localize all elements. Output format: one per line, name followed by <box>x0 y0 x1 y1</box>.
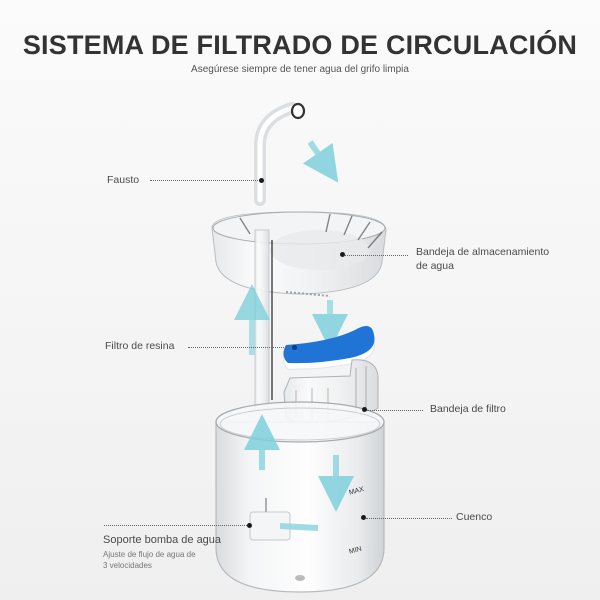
callout-fausto-dot <box>259 178 264 183</box>
page-subtitle: Asegúrese siempre de tener agua del grif… <box>191 64 409 75</box>
min-marking: MIN <box>348 546 362 556</box>
callout-pump-holder-dot <box>247 523 252 528</box>
callout-resin-filter-label: Filtro de resina <box>105 340 175 352</box>
callout-pump-holder-leader <box>104 525 247 526</box>
callout-resin-filter-leader <box>188 347 292 348</box>
storage-tray <box>211 211 387 297</box>
callout-fausto-label: Fausto <box>107 174 140 186</box>
page-title: SISTEMA DE FILTRADO DE CIRCULACIÓN <box>22 30 578 60</box>
callout-bowl-leader <box>366 518 452 519</box>
callout-fausto-leader <box>150 180 260 181</box>
max-marking: MAX <box>348 486 365 497</box>
callout-storage-tray-label-line2: de agua <box>416 260 454 272</box>
callout-filter-tray-label: Bandeja de filtro <box>430 403 506 415</box>
callout-pump-holder-label: Soporte bomba de agua <box>103 534 222 546</box>
callout-storage-tray-dot <box>340 252 345 257</box>
callout-resin-filter-dot <box>292 345 297 350</box>
callout-filter-tray-dot <box>362 407 367 412</box>
callout-storage-tray-leader <box>345 255 408 256</box>
bowl: MAX MIN <box>215 401 385 593</box>
callout-storage-tray-label-line1: Bandeja de almacenamiento <box>416 246 550 258</box>
straw-tube <box>254 102 306 206</box>
callout-pump-holder-note-line1: Ajuste de flujo de agua de <box>103 550 196 559</box>
callout-pump-holder-note-line2: 3 velocidades <box>103 561 152 570</box>
callout-bowl-label: Cuenco <box>456 511 493 523</box>
callout-filter-tray-leader <box>367 410 423 411</box>
callout-bowl-dot <box>361 515 366 520</box>
